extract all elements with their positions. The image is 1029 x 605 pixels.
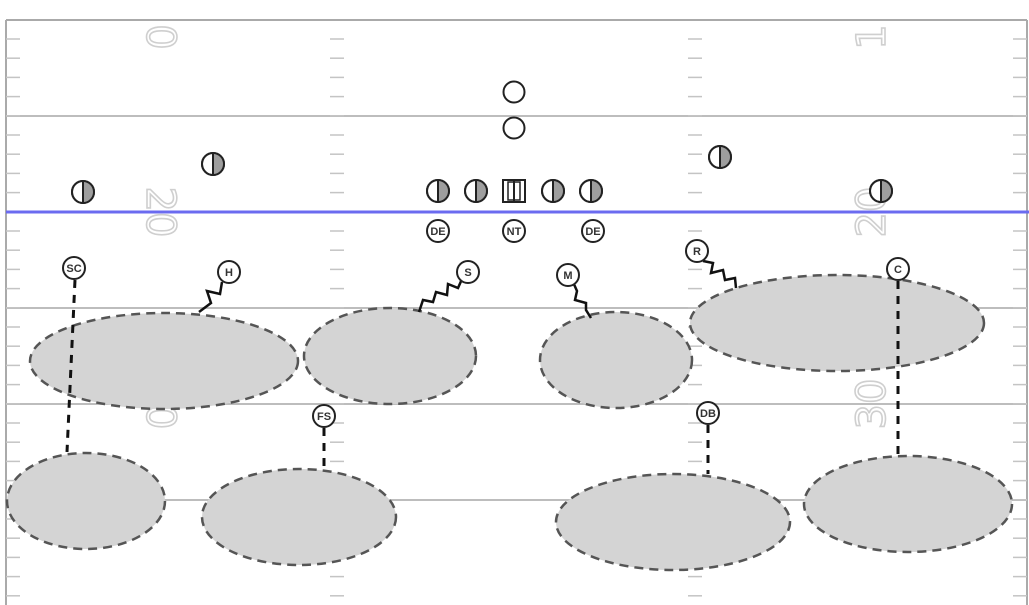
empty-circle-icon[interactable] bbox=[502, 116, 526, 140]
defender-m[interactable]: M bbox=[556, 263, 580, 287]
half-filled-circle-icon[interactable] bbox=[426, 179, 450, 203]
yard-number-left-0: 0 bbox=[137, 24, 183, 49]
offense bbox=[71, 80, 893, 204]
route-h bbox=[198, 281, 224, 313]
defender-c[interactable]: C bbox=[886, 257, 910, 281]
defender-label: SC bbox=[66, 263, 81, 275]
defender-label: M bbox=[563, 270, 572, 282]
route-m bbox=[571, 281, 593, 319]
zone-deep-left-corner[interactable] bbox=[5, 451, 167, 551]
half-filled-circle-icon[interactable] bbox=[464, 179, 488, 203]
yard-number-right-30: 30 bbox=[849, 379, 895, 430]
half-filled-circle-icon[interactable] bbox=[579, 179, 603, 203]
defender-label: C bbox=[894, 264, 902, 276]
yard-number-left-20: 20 bbox=[137, 187, 183, 238]
square-center-icon[interactable] bbox=[502, 179, 526, 203]
empty-circle-icon[interactable] bbox=[502, 80, 526, 104]
coverage-zones bbox=[5, 273, 1014, 572]
defender-label: H bbox=[225, 267, 233, 279]
zone-hook-curl-left[interactable] bbox=[28, 311, 300, 411]
defender-db[interactable]: DB bbox=[696, 401, 720, 425]
half-filled-circle-icon[interactable] bbox=[541, 179, 565, 203]
route-r bbox=[702, 259, 738, 289]
drop-routes bbox=[65, 259, 900, 474]
zone-hook-curl-right[interactable] bbox=[688, 273, 986, 373]
defender-label: FS bbox=[317, 411, 331, 423]
defender-s[interactable]: S bbox=[456, 260, 480, 284]
half-filled-circle-icon[interactable] bbox=[201, 152, 225, 176]
zone-hook-right-middle[interactable] bbox=[538, 310, 694, 410]
half-filled-circle-icon[interactable] bbox=[708, 145, 732, 169]
defender-label: DB bbox=[700, 408, 716, 420]
defense: DE NT DE H S M R SC bbox=[62, 219, 910, 428]
zone-deep-right-corner[interactable] bbox=[802, 454, 1014, 554]
defender-h[interactable]: H bbox=[217, 260, 241, 284]
zone-deep-right-middle[interactable] bbox=[554, 472, 792, 572]
defender-label: NT bbox=[507, 226, 522, 238]
defender-label: DE bbox=[585, 226, 600, 238]
defender-de-left[interactable]: DE bbox=[426, 219, 450, 243]
defender-de-right[interactable]: DE bbox=[581, 219, 605, 243]
half-filled-circle-icon[interactable] bbox=[869, 179, 893, 203]
defender-label: S bbox=[464, 267, 471, 279]
defender-nt[interactable]: NT bbox=[502, 219, 526, 243]
defender-fs[interactable]: FS bbox=[312, 404, 336, 428]
zone-hook-left-middle[interactable] bbox=[302, 306, 478, 406]
defender-label: R bbox=[693, 246, 701, 258]
route-s bbox=[417, 278, 464, 313]
half-filled-circle-icon[interactable] bbox=[71, 180, 95, 204]
yard-number-right-1: 1 bbox=[849, 24, 895, 49]
defender-label: DE bbox=[430, 226, 445, 238]
zone-deep-left-middle[interactable] bbox=[200, 467, 398, 567]
defender-r[interactable]: R bbox=[685, 239, 709, 263]
defender-sc[interactable]: SC bbox=[62, 256, 86, 280]
